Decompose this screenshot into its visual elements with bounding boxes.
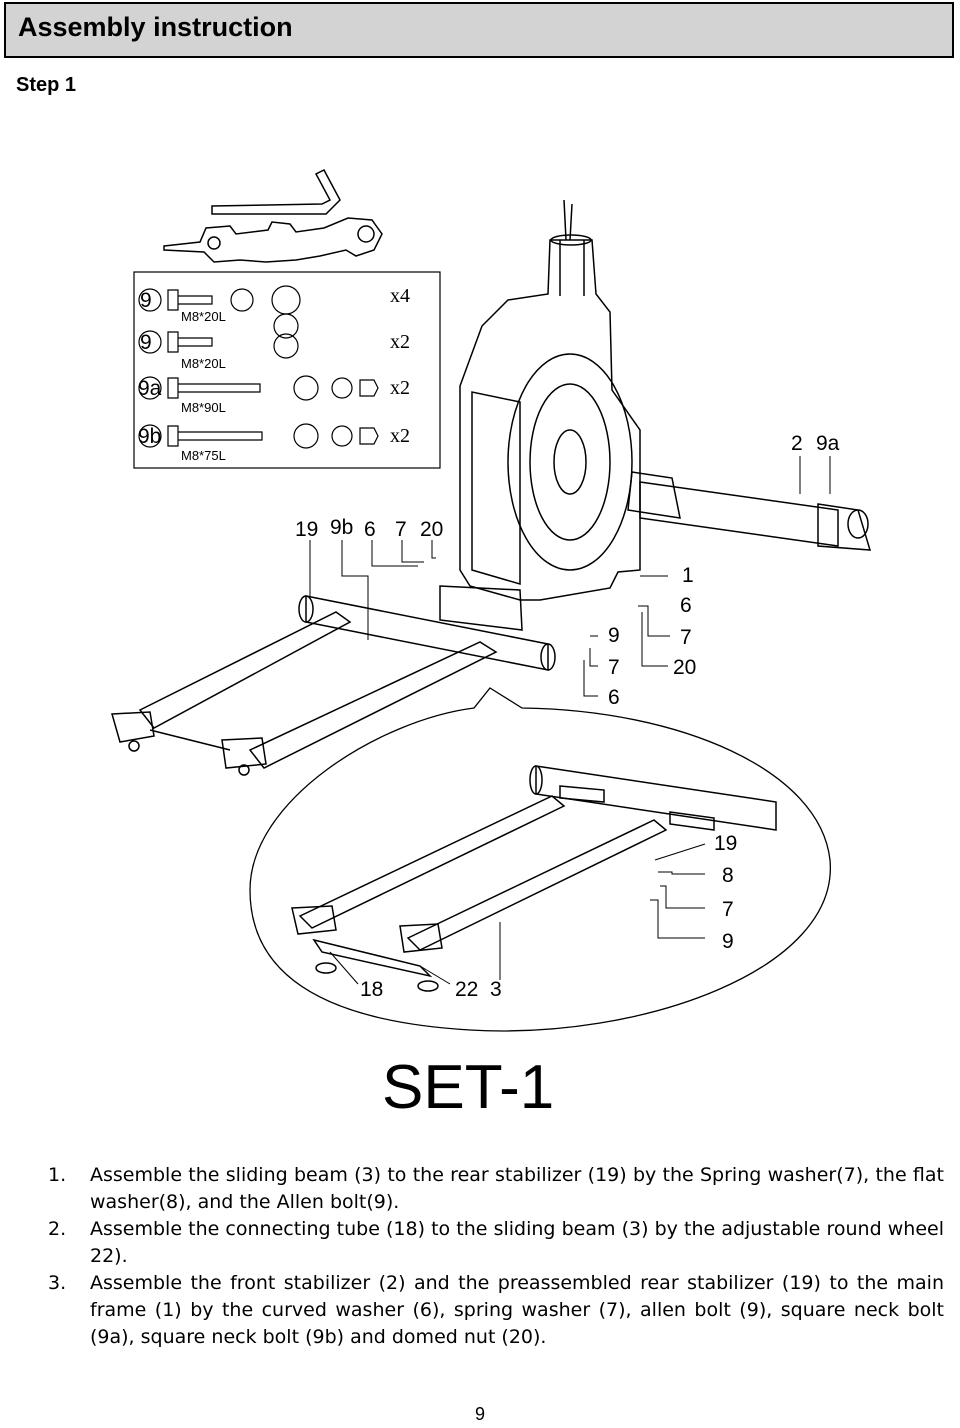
set-title: SET-1 <box>382 1053 555 1122</box>
callout-7c: 7 <box>608 656 620 679</box>
callout-6b: 6 <box>680 594 692 617</box>
detail-drawing <box>291 765 777 992</box>
hardware-size-3: M8*75L <box>181 448 226 463</box>
page-number: 9 <box>474 1404 485 1424</box>
callout-7b: 7 <box>680 626 692 649</box>
hardware-rows <box>138 285 379 449</box>
detail-callout-22: 22 <box>455 978 478 1001</box>
hardware-num-1: 9 <box>140 331 152 354</box>
main-frame-drawing <box>439 199 641 631</box>
callout-1: 1 <box>682 564 694 587</box>
leader-lines <box>309 456 831 985</box>
hardware-size-0: M8*20L <box>181 309 226 324</box>
callout-9c: 9 <box>608 624 620 647</box>
instruction-item: 3. Assemble the front stabilizer (2) and… <box>48 1270 944 1351</box>
hardware-table <box>133 271 441 469</box>
wrench-icon <box>163 217 383 263</box>
front-stabilizer-drawing <box>627 471 872 551</box>
callout-20b: 20 <box>673 656 696 679</box>
section-title: Assembly instruction <box>18 12 293 42</box>
hardware-qty-3: x2 <box>390 425 410 447</box>
callout-7: 7 <box>395 518 407 541</box>
detail-callout-19: 19 <box>714 832 737 855</box>
instruction-item: 2. Assemble the connecting tube (18) to … <box>48 1216 944 1270</box>
assembly-diagram: 9 M8*20L x4 9 M8*20L x2 9a M8*90L x2 9b … <box>111 169 872 1032</box>
callout-6c: 6 <box>608 686 620 709</box>
step-label: Step 1 <box>16 74 77 96</box>
detail-callout-18: 18 <box>360 978 383 1001</box>
detail-callout-9: 9 <box>722 930 734 953</box>
hardware-num-0: 9 <box>140 289 152 312</box>
instruction-number: 1. <box>48 1164 67 1186</box>
detail-callout-3: 3 <box>490 978 502 1001</box>
callout-19: 19 <box>295 518 318 541</box>
callout-9b: 9b <box>330 516 353 539</box>
callout-2: 2 <box>791 432 803 455</box>
instruction-text: Assemble the sliding beam (3) to the rea… <box>90 1164 944 1213</box>
instruction-number: 2. <box>48 1218 67 1240</box>
allen-key-icon <box>211 169 341 215</box>
hardware-size-2: M8*90L <box>181 400 226 415</box>
instruction-text: Assemble the connecting tube (18) to the… <box>90 1218 944 1267</box>
callout-20: 20 <box>420 518 443 541</box>
callout-6: 6 <box>364 518 376 541</box>
detail-callout-8: 8 <box>722 864 734 887</box>
detail-balloon <box>249 687 831 1032</box>
hardware-qty-1: x2 <box>390 331 410 353</box>
section-header: Assembly instruction <box>4 2 954 58</box>
instruction-number: 3. <box>48 1272 67 1294</box>
hardware-qty-0: x4 <box>390 285 410 307</box>
hardware-size-1: M8*20L <box>181 356 226 371</box>
instruction-list: 1. Assemble the sliding beam (3) to the … <box>48 1162 944 1351</box>
detail-callout-7: 7 <box>722 898 734 921</box>
instruction-item: 1. Assemble the sliding beam (3) to the … <box>48 1162 944 1216</box>
callout-9a: 9a <box>816 432 840 455</box>
rear-stabilizer-drawing <box>111 595 556 776</box>
hardware-num-2: 9a <box>138 377 162 400</box>
instruction-text: Assemble the front stabilizer (2) and th… <box>90 1272 944 1348</box>
hardware-num-3: 9b <box>138 425 161 448</box>
hardware-qty-2: x2 <box>390 377 410 399</box>
